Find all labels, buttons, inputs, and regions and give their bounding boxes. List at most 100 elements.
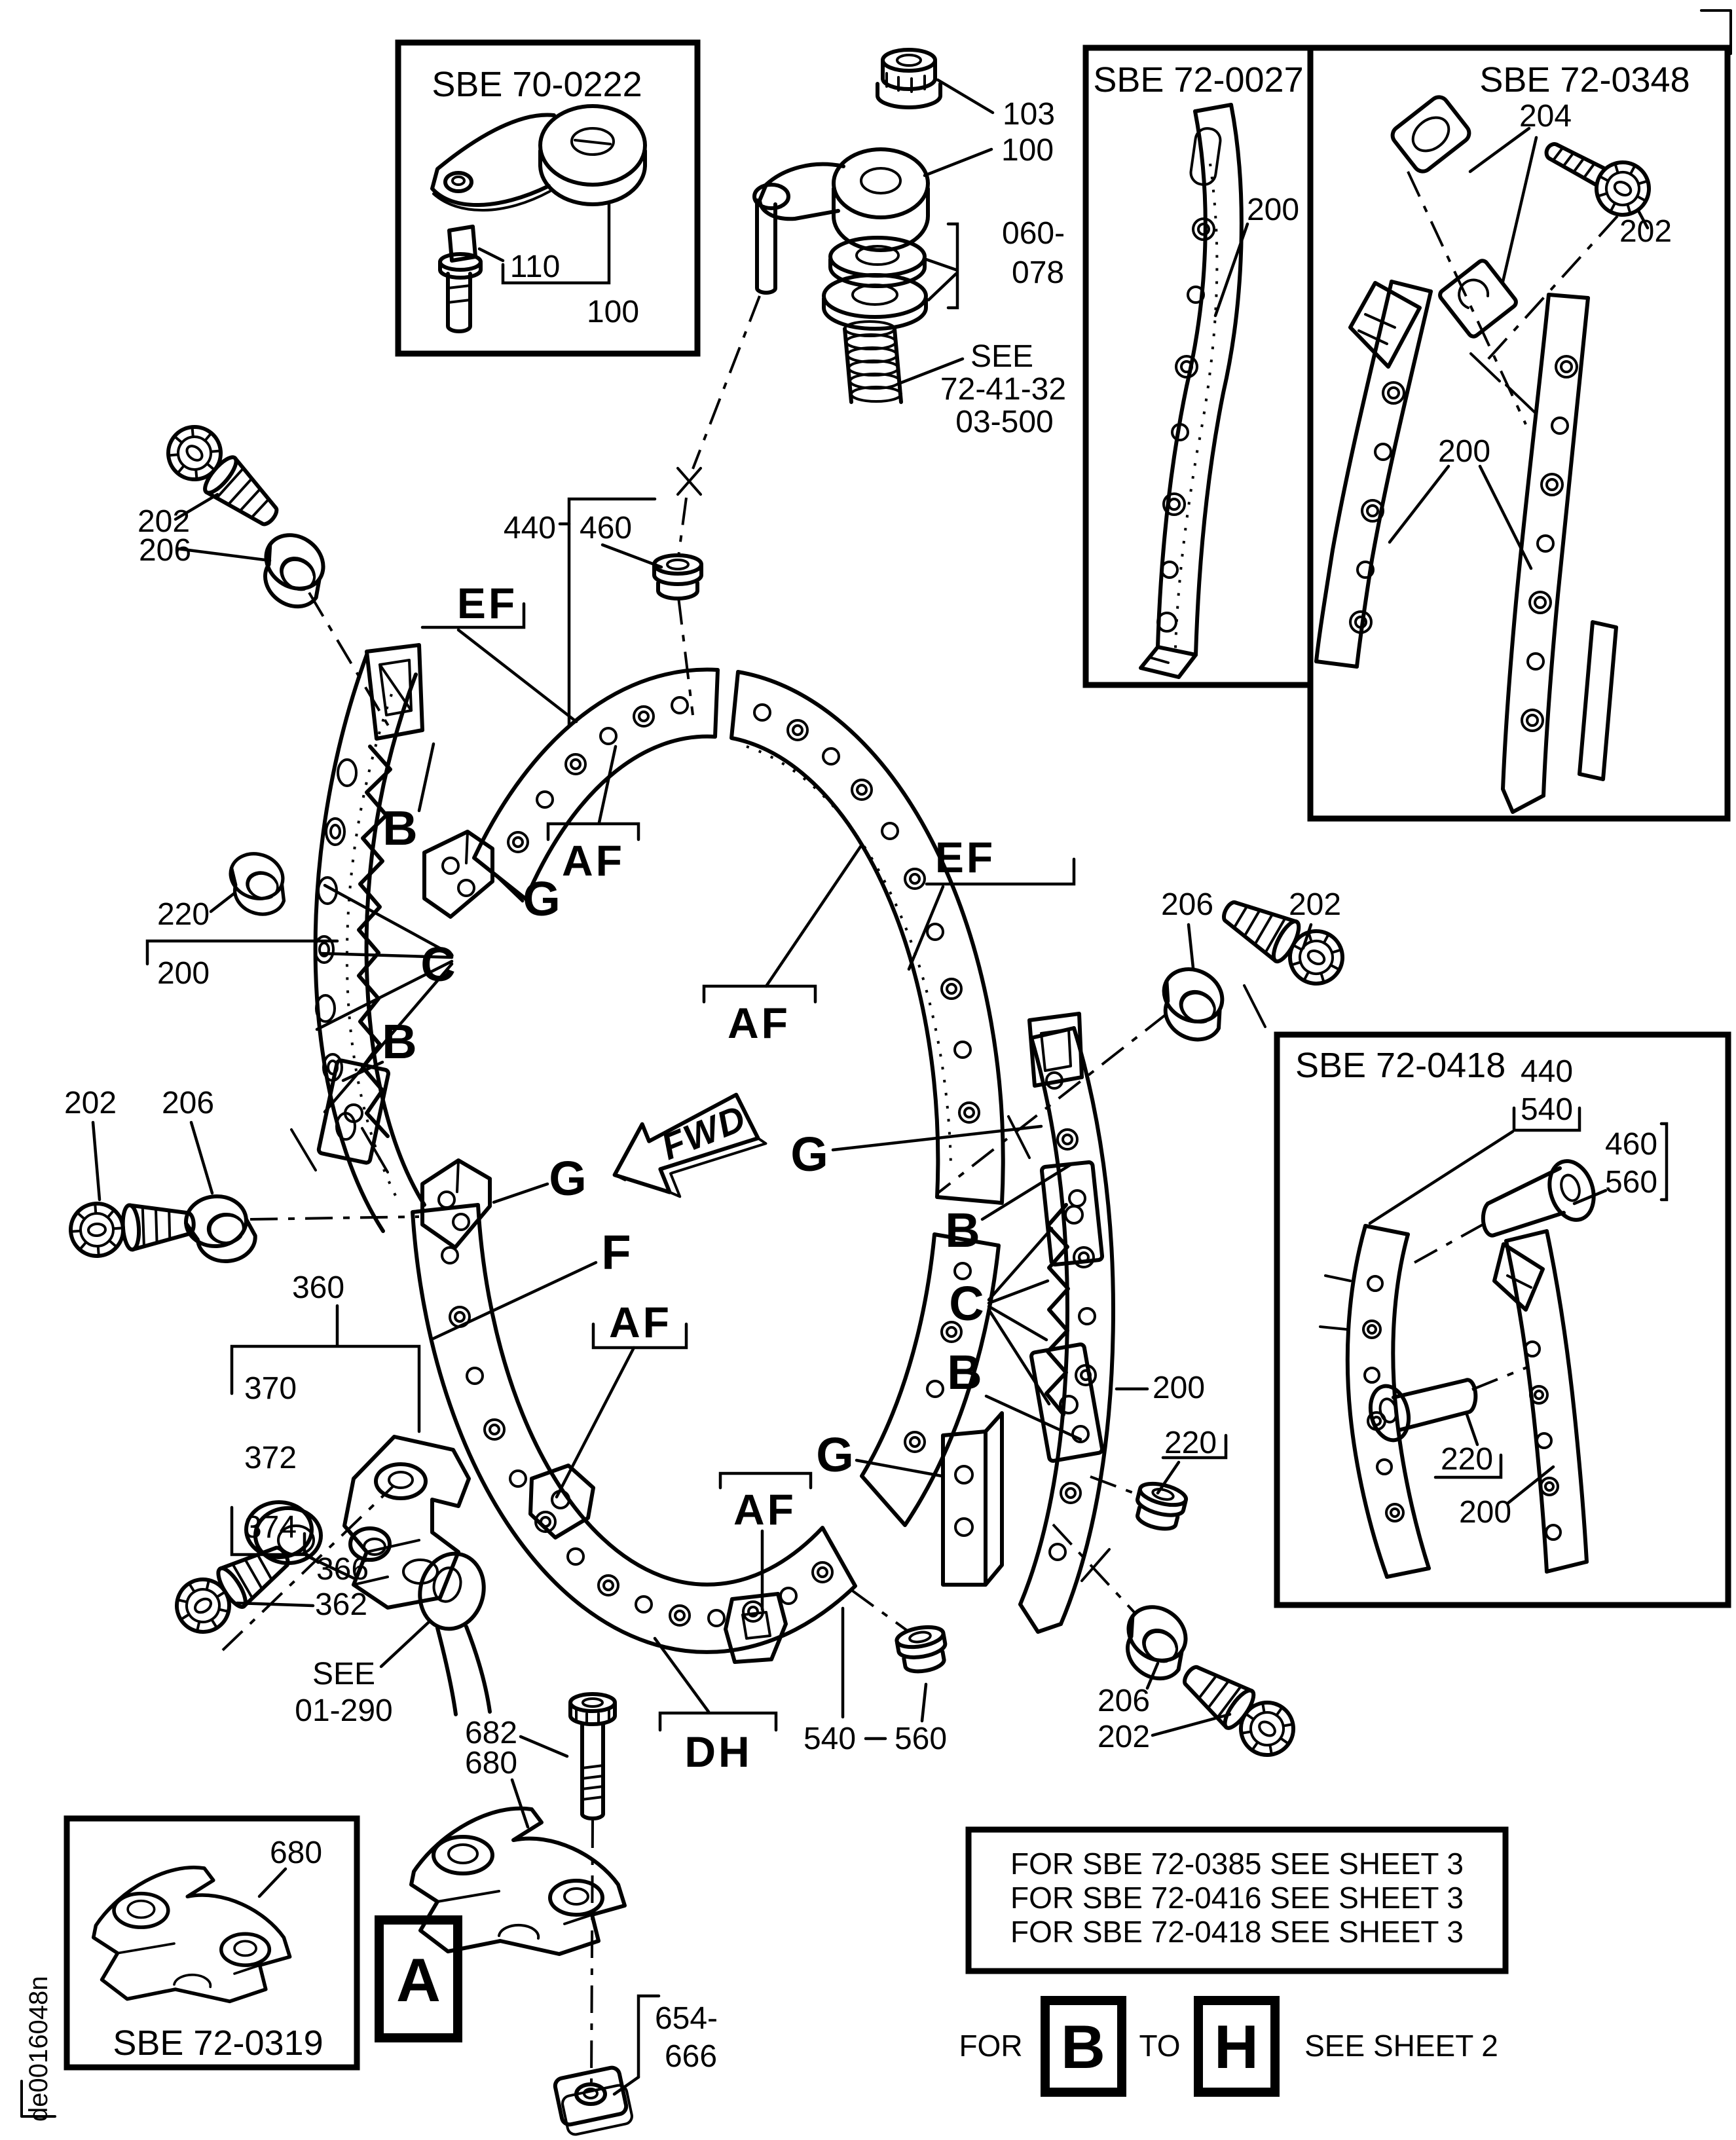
rail-418-right [1492, 1229, 1589, 1574]
pin-560-part [1481, 1159, 1596, 1238]
view-box-h [1194, 1996, 1280, 2097]
nut-plate-654-part [553, 2065, 633, 2136]
callout-654: 654- [655, 2001, 718, 2036]
view-label-af: AF [728, 999, 790, 1047]
callout-202: 202 [1619, 214, 1672, 249]
left-rail-callouts: 202 206 220 200 202 206 [64, 416, 420, 1264]
callout-372: 372 [244, 1441, 297, 1475]
bolt-682-part [568, 1692, 617, 1820]
note-line-1: FOR SBE 72-0385 SEE SHEET 3 [1010, 1847, 1464, 1881]
view-label-dh: DH [653, 1636, 778, 1776]
view-label-ef-right: EF [907, 833, 1076, 971]
callout-440: 440 [1521, 1054, 1573, 1089]
callout-206: 206 [139, 533, 191, 568]
callout-370: 370 [244, 1371, 297, 1406]
view-box-b [1041, 1996, 1126, 2097]
view-letter-g: G [523, 872, 561, 926]
pin-220-part [1368, 1378, 1478, 1443]
view-box-a: A [375, 1915, 462, 2042]
callout-540: 540 [803, 1722, 856, 1756]
view-letter-f: F [601, 1225, 631, 1280]
right-guide-rail [1018, 1012, 1115, 1634]
note-for: FOR [959, 2029, 1022, 2063]
rod-end-part [418, 1551, 492, 1716]
callout-206: 206 [1161, 887, 1213, 922]
callout-202: 202 [64, 1086, 117, 1120]
inset-title: SBE 72-0348 [1479, 60, 1690, 100]
bushing-366-part [244, 1500, 323, 1565]
centerline-682 [590, 1820, 594, 2083]
view-letter-g: G [790, 1127, 828, 1181]
right-rail-callouts: 206 202 200 220 206 202 [936, 887, 1352, 1765]
callout-362: 362 [315, 1587, 367, 1622]
callout-220: 220 [1441, 1442, 1493, 1477]
view-label-dh: DH [684, 1727, 752, 1776]
inset-title: SBE 70-0222 [432, 65, 642, 104]
view-label-af-4: AF [718, 1471, 813, 1612]
bolt-362-part [167, 1545, 290, 1642]
callout-see: SEE [970, 339, 1033, 374]
inset-sbe-72-0027: SBE 72-0027 200 [1082, 45, 1314, 688]
ring-clamp-bottom [724, 1592, 788, 1664]
rail-plate-lower [1029, 1342, 1105, 1463]
callout-see: SEE [312, 1657, 375, 1691]
grommet-bottom-callout: 540 560 [803, 1589, 950, 1756]
centerline-362 [221, 1485, 394, 1651]
callout-200: 200 [1153, 1371, 1205, 1405]
centerline-202 [1480, 215, 1619, 368]
track-ring [411, 667, 1005, 1664]
callout-220: 220 [157, 897, 210, 932]
callout-680: 680 [270, 1836, 322, 1870]
fwd-arrow: FWD [612, 1092, 767, 1198]
inset-title: SBE 72-0319 [113, 2023, 323, 2063]
callout-103: 103 [1003, 97, 1055, 132]
ring-clamp-left-end [420, 1158, 492, 1249]
view-label-ef: EF [935, 833, 995, 881]
doc-number: de0016048n [24, 1976, 53, 2122]
ring-clamp-bottom-left [528, 1464, 595, 1540]
washer-stack-part [822, 236, 928, 331]
callout-204: 204 [1519, 99, 1572, 134]
bushing-220-left [221, 847, 295, 921]
bushing-206-lower-left [184, 1194, 257, 1264]
clamp-680-group: 682 680 654- 666 A [375, 1692, 718, 2136]
inset-sbe-72-0319: 680 SBE 72-0319 [64, 1815, 360, 2071]
bolt-202-part [1544, 142, 1658, 224]
callout-206: 206 [162, 1086, 214, 1120]
note-to: TO [1139, 2029, 1180, 2063]
bushing-206-upper-right [1147, 959, 1238, 1049]
callout-460: 460 [1605, 1127, 1657, 1162]
rail-band-top-left [472, 667, 720, 901]
support-360-group: 360 370 372 374 [167, 1270, 492, 1728]
notes-box [965, 1826, 1509, 1974]
view-label-af: AF [562, 836, 625, 885]
rail-band-right [860, 1232, 1001, 1527]
note-line-2: FOR SBE 72-0416 SEE SHEET 3 [1010, 1881, 1464, 1915]
callout-01-290: 01-290 [295, 1693, 392, 1728]
callout-682: 682 [465, 1716, 517, 1750]
inset-title: SBE 72-0027 [1093, 60, 1303, 100]
callout-202: 202 [1098, 1720, 1150, 1754]
bolt-202-upper-left [158, 416, 279, 526]
view-letter-b: B [382, 801, 417, 855]
rail-top-fitting [1027, 1012, 1084, 1088]
callout-666: 666 [665, 2039, 717, 2074]
centerline-560-pin [1414, 1222, 1486, 1264]
centerline-220-right [1090, 1475, 1141, 1497]
bracket-680-inset-details [112, 1891, 272, 1989]
view-label-ef: EF [457, 579, 517, 627]
crank-100-part [752, 147, 930, 295]
bushing-206-upper-left [247, 524, 341, 617]
view-letter-b: B [945, 1203, 980, 1257]
centerline-upper-left [308, 591, 394, 735]
callout-078: 078 [1012, 255, 1064, 290]
doc-number-block: de0016048n [20, 1976, 56, 2122]
inset-title: SBE 72-0418 [1295, 1046, 1505, 1085]
rail-right-part [1501, 293, 1618, 814]
grommet-top-callout: 440 460 [504, 497, 701, 728]
view-label-ef-left: EF [420, 579, 578, 724]
rail-seam-dotted [746, 745, 952, 1166]
callout-200: 200 [1459, 1495, 1511, 1530]
view-letter-b: B [947, 1345, 982, 1399]
